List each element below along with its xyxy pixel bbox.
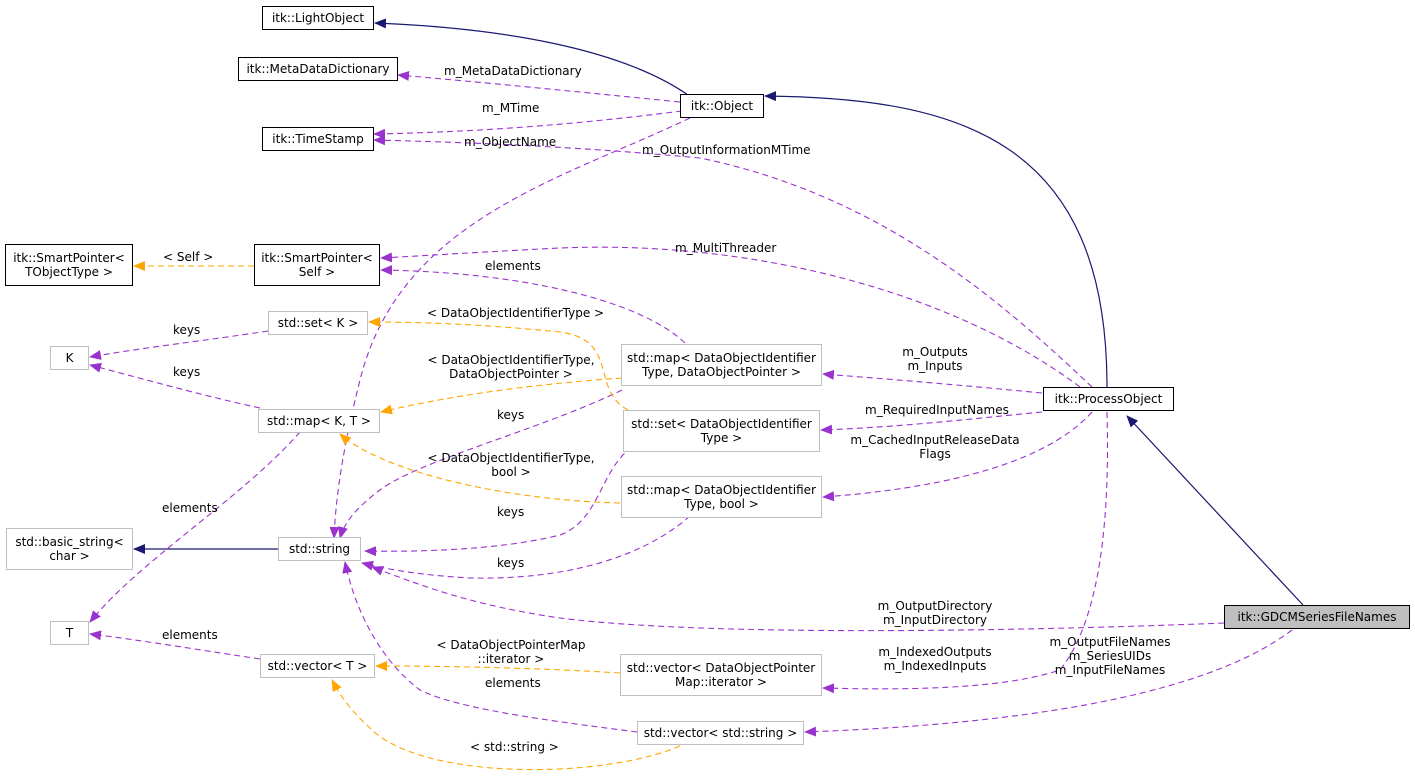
node-std-set-dataobject-identifier[interactable]: std::set< DataObjectIdentifier Type > bbox=[623, 410, 820, 452]
label-dataobjectpointermap-iterator: < DataObjectPointerMap::iterator > bbox=[436, 638, 585, 666]
label-m-requiredinputnames: m_RequiredInputNames bbox=[865, 403, 1009, 417]
node-itk-processobject[interactable]: itk::ProcessObject bbox=[1043, 387, 1174, 411]
node-std-map-dataobject-pointer[interactable]: std::map< DataObjectIdentifier Type, Dat… bbox=[621, 344, 822, 386]
label-keys-string-3: keys bbox=[497, 556, 524, 570]
label-m-multithreader: m_MultiThreader bbox=[675, 241, 776, 255]
edge-setdoidentifier-setk-template bbox=[368, 317, 629, 411]
label-elements-smartpointer: elements bbox=[485, 259, 541, 273]
node-std-set-k[interactable]: std::set< K > bbox=[268, 311, 368, 335]
edge-mapkt-k bbox=[89, 362, 261, 409]
node-itk-gdcmseriesfilenames[interactable]: itk::GDCMSeriesFileNames bbox=[1224, 605, 1410, 629]
edge-setdoidentifier-string bbox=[364, 446, 633, 557]
edge-gdcm-vectorstring bbox=[804, 629, 1293, 737]
edge-vectorstring-vectort-template bbox=[331, 679, 681, 771]
edge-processobject-smartpointer bbox=[380, 246, 1081, 388]
node-itk-smartpointer-tobjecttype[interactable]: itk::SmartPointer< TObjectType > bbox=[5, 244, 133, 286]
edge-processobject-setdoidentifier bbox=[820, 411, 1043, 435]
edge-processobject-inherits-object bbox=[764, 91, 1108, 388]
edge-vectorstring-string bbox=[342, 561, 638, 733]
edge-mapdobool-string bbox=[361, 515, 691, 579]
edge-processobject-mapdopointer bbox=[822, 369, 1043, 394]
node-itk-lightobject[interactable]: itk::LightObject bbox=[262, 6, 374, 30]
node-itk-metadatadictionary[interactable]: itk::MetaDataDictionary bbox=[238, 57, 398, 81]
label-dataobjectidentifiertype: < DataObjectIdentifierType > bbox=[427, 306, 604, 320]
label-elements-vectort: elements bbox=[162, 628, 218, 642]
edge-vectort-t bbox=[89, 630, 261, 660]
edge-object-string bbox=[329, 117, 691, 539]
edge-gdcm-string bbox=[371, 566, 1225, 632]
edge-mapdopointer-mapkt-template bbox=[380, 377, 623, 415]
edge-mapdopointer-smartpointer bbox=[380, 265, 686, 344]
node-std-vector-iterator[interactable]: std::vector< DataObjectPointer Map::iter… bbox=[620, 654, 822, 696]
node-std-map-k-t[interactable]: std::map< K, T > bbox=[258, 409, 380, 433]
edge-vectoriterator-vectort-template bbox=[375, 661, 621, 674]
label-elements-t: elements bbox=[162, 501, 218, 515]
edge-processobject-vectoriterator bbox=[822, 411, 1109, 694]
label-keys-set: keys bbox=[173, 323, 200, 337]
label-keys-map: keys bbox=[173, 365, 200, 379]
label-elements-vectorstring: elements bbox=[485, 676, 541, 690]
node-std-map-dataobject-bool[interactable]: std::map< DataObjectIdentifier Type, boo… bbox=[621, 476, 822, 518]
node-itk-timestamp[interactable]: itk::TimeStamp bbox=[262, 127, 374, 151]
edge-setk-k bbox=[89, 330, 269, 360]
node-std-string[interactable]: std::string bbox=[278, 537, 361, 561]
node-itk-object[interactable]: itk::Object bbox=[680, 94, 764, 118]
label-m-mtime: m_MTime bbox=[482, 101, 539, 115]
label-keys-string-2: keys bbox=[497, 505, 524, 519]
edge-processobject-mapdobool bbox=[822, 411, 1093, 502]
edge-object-timestamp bbox=[373, 110, 683, 139]
edge-mapdobool-mapkt-template bbox=[339, 433, 621, 504]
edge-mapdopointer-string bbox=[338, 389, 623, 539]
label-keys-string-1: keys bbox=[497, 408, 524, 422]
node-k[interactable]: K bbox=[50, 346, 89, 370]
node-std-vector-t[interactable]: std::vector< T > bbox=[260, 654, 375, 678]
node-itk-smartpointer-self[interactable]: itk::SmartPointer< Self > bbox=[254, 244, 380, 286]
node-std-vector-string[interactable]: std::vector< std::string > bbox=[637, 721, 804, 745]
label-m-objectname: m_ObjectName bbox=[464, 135, 556, 149]
edge-object-metadatadictionary bbox=[397, 70, 681, 103]
label-dataobjectidentifier-pointer: < DataObjectIdentifierType,DataObjectPoi… bbox=[427, 353, 594, 381]
node-std-basic-string-char[interactable]: std::basic_string< char > bbox=[6, 528, 133, 570]
edge-object-inherits-lightobject bbox=[374, 18, 689, 96]
label-self-template: < Self > bbox=[163, 250, 213, 264]
edge-processobject-timestamp bbox=[373, 135, 1093, 388]
label-m-metadatadictionary: m_MetaDataDictionary bbox=[444, 64, 582, 78]
edge-gdcm-inherits-processobject bbox=[1126, 415, 1304, 606]
edge-mapkt-t bbox=[89, 431, 301, 623]
node-t[interactable]: T bbox=[50, 621, 89, 645]
label-dataobjectidentifier-bool: < DataObjectIdentifierType,bool > bbox=[427, 451, 594, 479]
label-m-outputinformationmtime: m_OutputInformationMTime bbox=[642, 143, 811, 157]
label-std-string-template: < std::string > bbox=[470, 740, 559, 754]
